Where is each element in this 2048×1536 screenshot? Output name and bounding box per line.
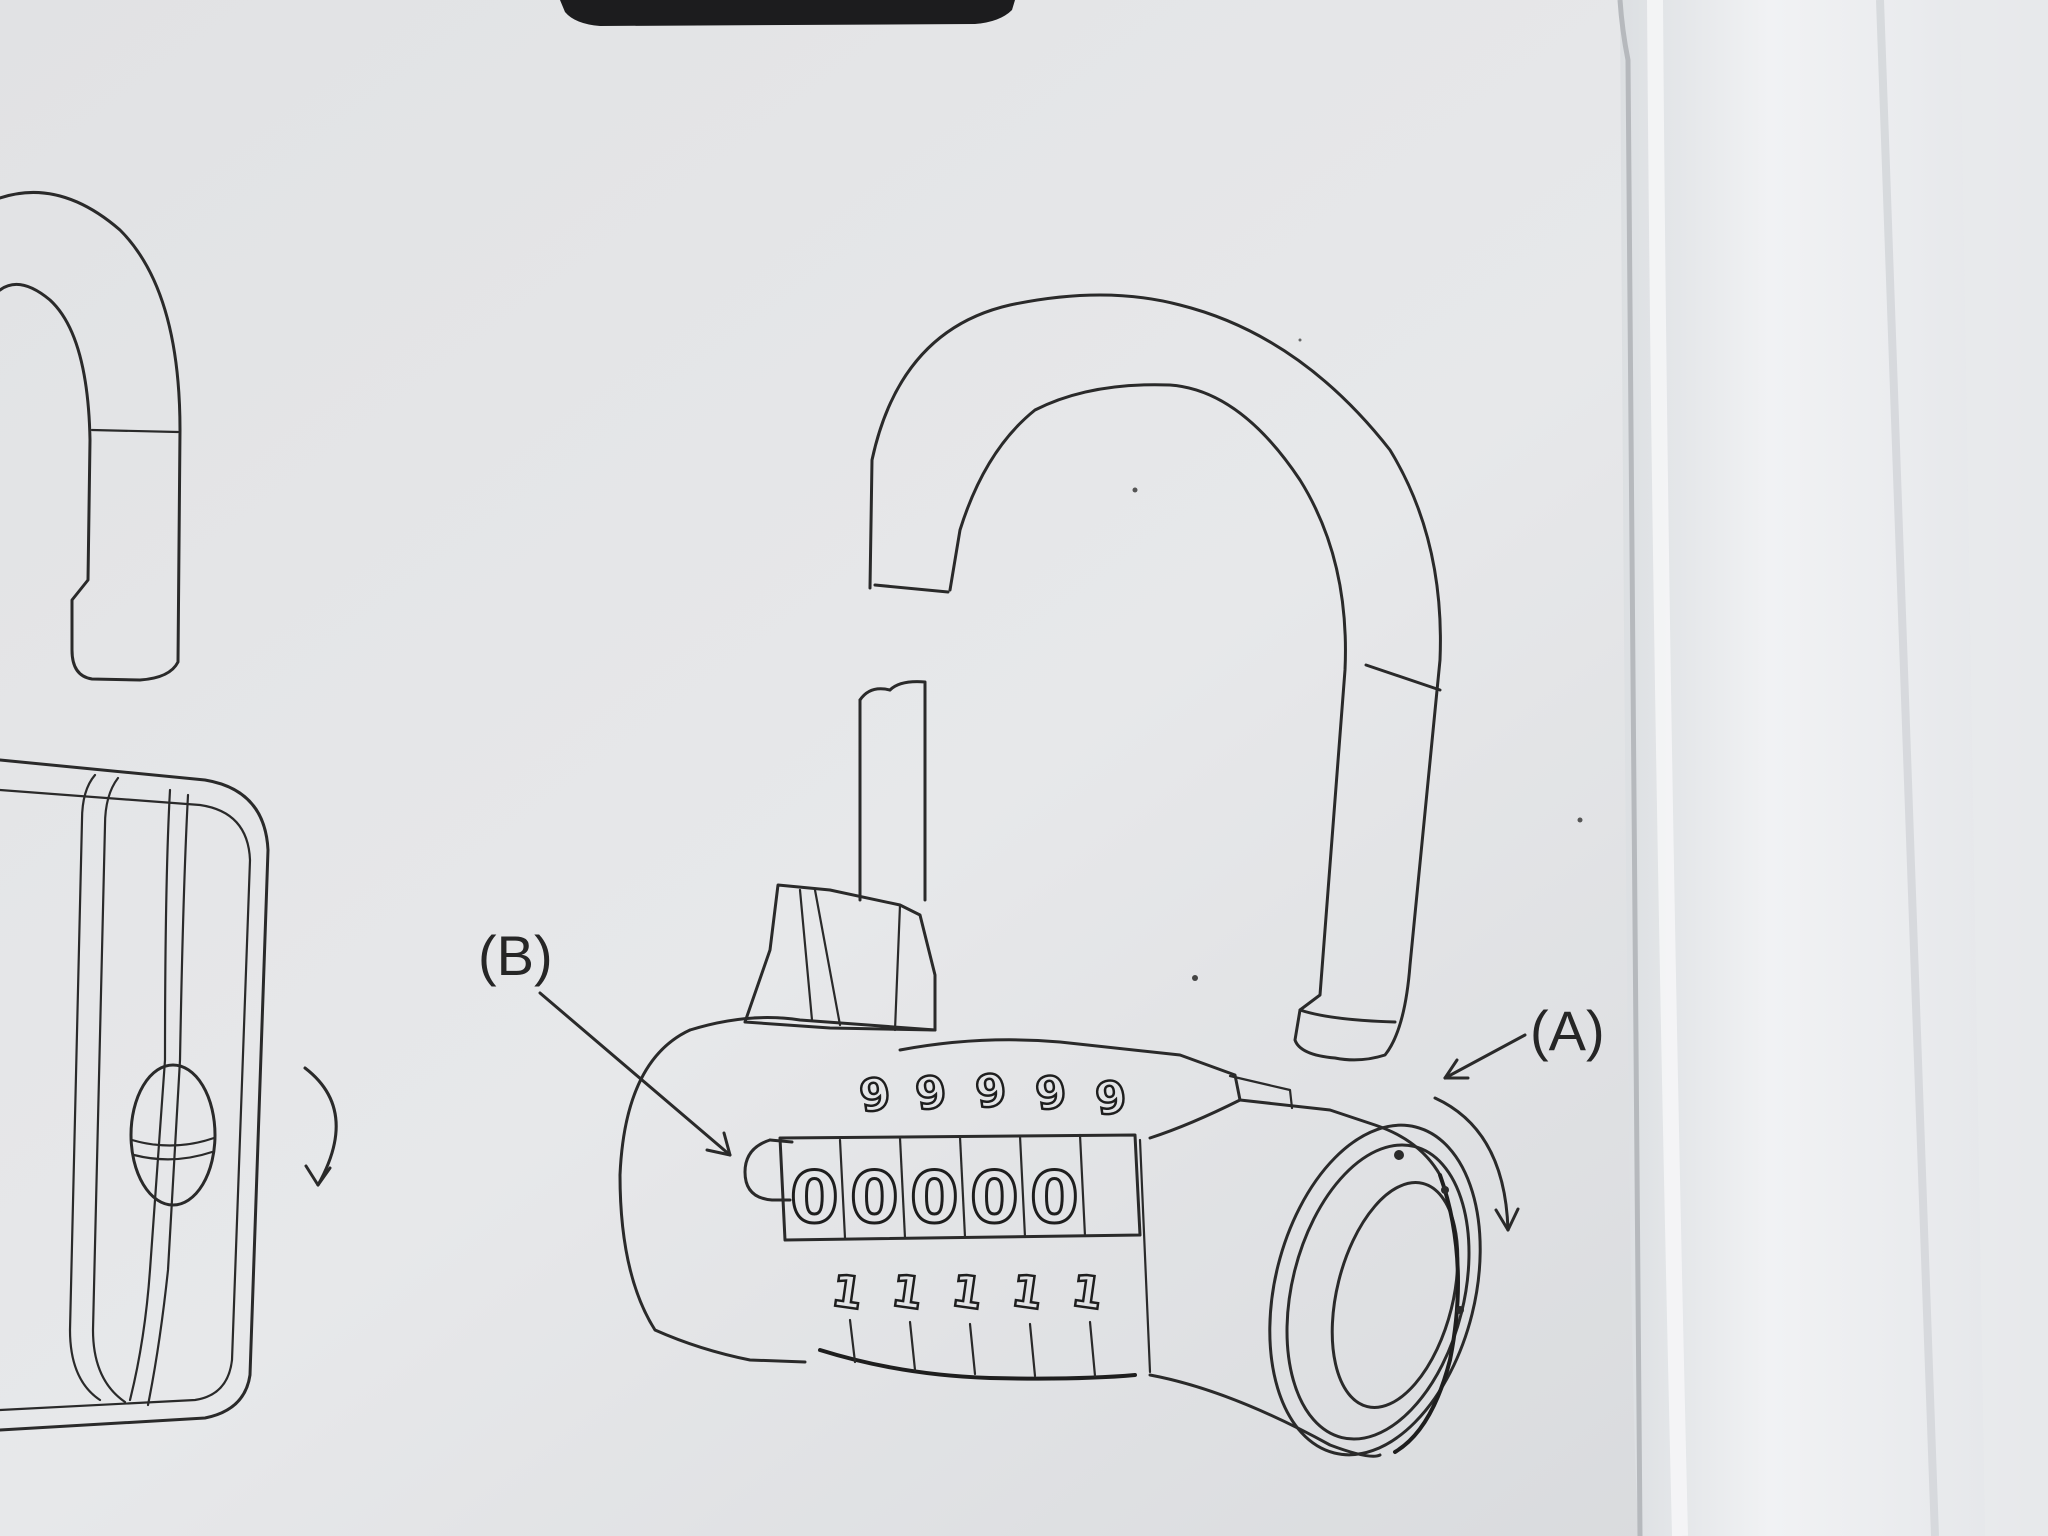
combination-padlock: 9 9 9 9 9 0 0 0 0 0 1 xyxy=(618,293,1482,1458)
padlock-shackle xyxy=(858,293,1442,1062)
visible-dial-digit: 0 xyxy=(910,1157,959,1239)
padlock-body-barrel xyxy=(1148,1098,1442,1458)
label-a: (A) xyxy=(1530,999,1605,1062)
plastic-blister-edge xyxy=(1617,0,2048,1536)
padlock-end-cap xyxy=(1268,1123,1482,1457)
padlock-body-left-end xyxy=(618,1016,937,1364)
label-b: (B) xyxy=(478,924,553,987)
top-dark-tab xyxy=(560,0,1015,26)
visible-dial-digit: 0 xyxy=(790,1157,839,1239)
visible-dial-digit: 0 xyxy=(850,1157,899,1239)
annotation-a: (A) xyxy=(1433,999,1605,1232)
partial-padlock-left xyxy=(0,191,338,1432)
visible-dial-digit: 0 xyxy=(1030,1157,1079,1239)
visible-dial-digit: 0 xyxy=(970,1157,1019,1239)
annotation-b: (B) xyxy=(478,924,732,1157)
shackle-collar xyxy=(743,883,937,1032)
visible-dial-digits: 0 0 0 0 0 xyxy=(789,1156,1081,1241)
paper-specks xyxy=(1132,338,1583,981)
combination-dials: 9 9 9 9 9 0 0 0 0 0 1 xyxy=(778,1038,1294,1381)
